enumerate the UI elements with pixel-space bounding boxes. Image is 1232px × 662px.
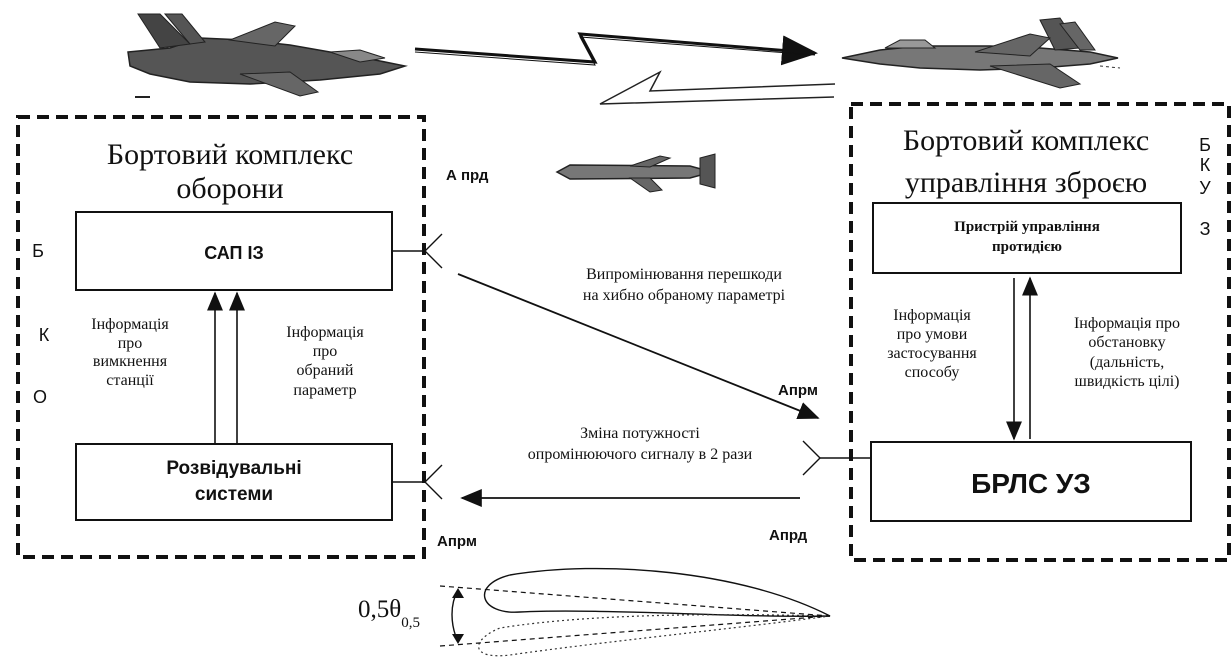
svg-text:(дальність,: (дальність, [1090, 354, 1164, 371]
jamming-text-line2: на хибно обраному параметрі [583, 287, 786, 304]
right-info-text-conditions: Інформація про умови застосування способ… [887, 307, 977, 381]
countermeasure-control-label-line1: Пристрій управління [954, 219, 1100, 235]
beam-width-label: 0,5θ0,5 [358, 596, 420, 631]
left-side-letter-o: О [33, 387, 47, 407]
right-side-letter-u: У [1199, 178, 1211, 198]
countermeasure-control-label-line2: протидією [992, 239, 1062, 255]
left-complex-frame [16, 115, 426, 559]
svg-text:параметр: параметр [293, 382, 356, 399]
a-prd-label: А прд [446, 167, 489, 184]
fighter-jet-right-icon [841, 17, 1121, 89]
svg-text:швидкість цілі): швидкість цілі) [1075, 373, 1180, 390]
a-prm-right-label: Апрм [778, 382, 818, 399]
left-info-text-parameter: Інформація про обраний параметр [286, 324, 364, 399]
brls-uz-label: БРЛС УЗ [971, 468, 1091, 499]
svg-text:способу: способу [905, 364, 960, 381]
fighter-jet-left-icon [127, 13, 408, 98]
right-info-text-situation: Інформація про обстановку (дальність, шв… [1074, 315, 1180, 390]
left-side-letter-b: Б [32, 241, 44, 261]
svg-text:Інформація про: Інформація про [1074, 315, 1180, 332]
svg-text:вимкнення: вимкнення [93, 353, 168, 370]
svg-text:станції: станції [106, 372, 154, 389]
right-side-letter-b: Б [1199, 135, 1211, 155]
recon-systems-block [75, 443, 393, 521]
left-complex-title-line1: Бортовий комплекс [107, 138, 353, 171]
power-text-line1: Зміна потужності [580, 425, 700, 442]
jamming-arrow [457, 273, 820, 420]
jamming-text-line1: Випромінювання перешкоди [586, 266, 782, 283]
missile-icon [555, 153, 716, 193]
right-complex-title-line1: Бортовий комплекс [903, 124, 1149, 157]
svg-text:обстановку: обстановку [1088, 334, 1165, 351]
antenna-a-prm-left [392, 464, 443, 500]
a-prm-left-label: Апрм [437, 533, 477, 550]
right-complex-title-line2: управління зброєю [905, 166, 1147, 199]
countermeasure-control-block [872, 202, 1182, 274]
left-side-letter-k: К [39, 325, 50, 345]
recon-systems-label-line2: системи [195, 484, 273, 505]
a-prd-right-label: Апрд [769, 527, 808, 544]
antenna-a-prd-left [392, 233, 443, 269]
antenna-a-prm-right [802, 440, 871, 476]
zigzag-link-icon [414, 32, 836, 105]
brls-uz-block [870, 441, 1192, 522]
sap-iz-label: САП ІЗ [204, 243, 264, 263]
svg-text:про умови: про умови [897, 326, 968, 343]
svg-text:про: про [118, 335, 143, 352]
right-side-letter-z: З [1200, 219, 1211, 239]
svg-text:Інформація: Інформація [286, 324, 364, 341]
right-side-letter-k: К [1200, 155, 1211, 175]
svg-text:застосування: застосування [887, 345, 977, 362]
recon-systems-label-line1: Розвідувальні [166, 458, 301, 479]
svg-text:Інформація: Інформація [91, 316, 169, 333]
svg-text:про: про [313, 343, 338, 360]
left-complex-title-line2: оборони [176, 172, 283, 205]
beam-pattern-icon [439, 567, 831, 657]
left-info-text-shutdown: Інформація про вимкнення станції [91, 316, 169, 389]
svg-text:Інформація: Інформація [893, 307, 971, 324]
svg-text:обраний: обраний [297, 362, 354, 379]
power-text-line2: опромінюючого сигналу в 2 рази [528, 446, 753, 463]
